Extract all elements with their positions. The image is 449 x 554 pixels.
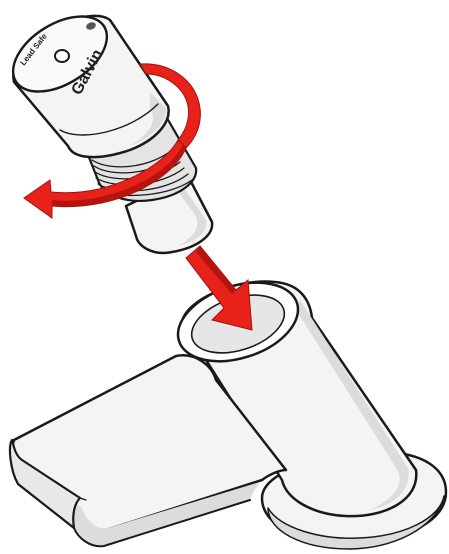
cartridge-spindle-hole [55, 50, 69, 62]
cartridge: Lead Safe Galvin [0, 1, 212, 253]
